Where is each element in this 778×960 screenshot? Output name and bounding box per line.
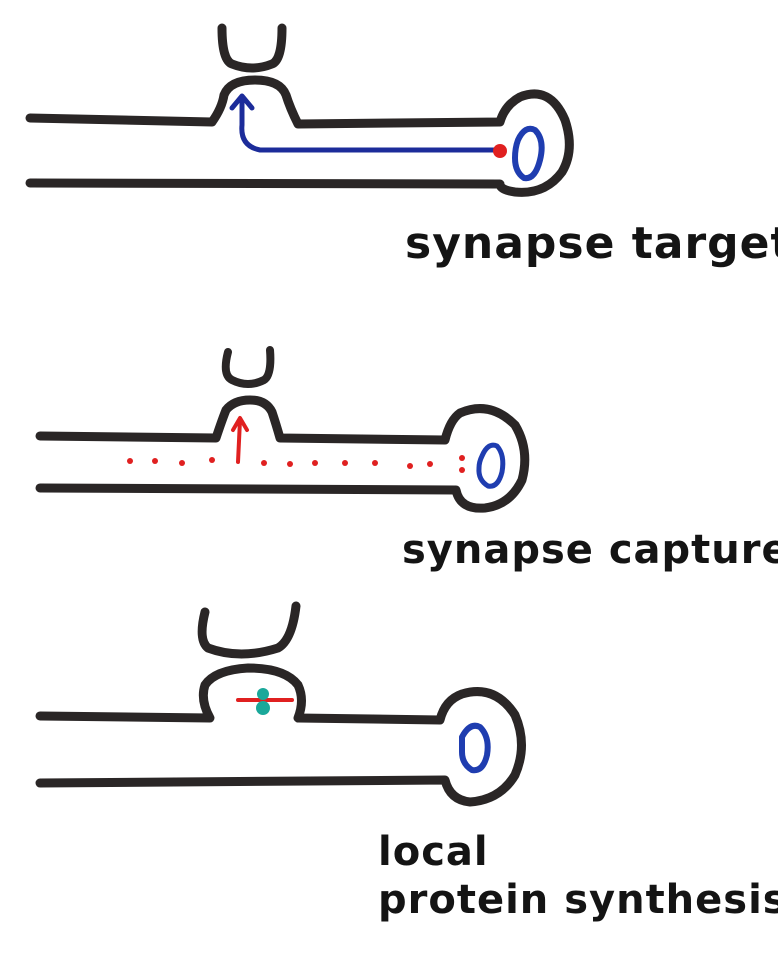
label-line-local: local: [378, 829, 489, 875]
nucleus-3: [459, 722, 491, 774]
label-synapse-target: synapse target: [405, 218, 778, 269]
panel-local-protein-synthesis: [35, 601, 526, 807]
presynaptic-terminal-2: [221, 346, 275, 388]
dendrite-upper-membrane-2: [35, 395, 530, 513]
ribosome-3: [256, 688, 270, 715]
mrna-dots-2: [127, 455, 465, 473]
capture-arrow-2: [231, 416, 249, 464]
panel-synapse-capture: [35, 346, 530, 513]
presynaptic-terminal-3: [197, 601, 301, 659]
dendrite-upper-membrane-3: [35, 663, 526, 807]
presynaptic-terminal-1: [217, 23, 287, 73]
transport-arrow-1: [229, 93, 503, 153]
panel-synapse-target: [25, 23, 574, 197]
label-line-protein-synthesis: protein synthesis: [378, 877, 778, 923]
dendrite-upper-membrane-1: [25, 75, 574, 197]
nucleus-1: [512, 125, 545, 182]
label-local-protein-synthesis: local protein synthesis: [378, 828, 778, 924]
label-synapse-capture: synapse capture: [402, 527, 778, 573]
mrna-dot-1: [493, 144, 507, 158]
nucleus-2: [476, 442, 506, 489]
